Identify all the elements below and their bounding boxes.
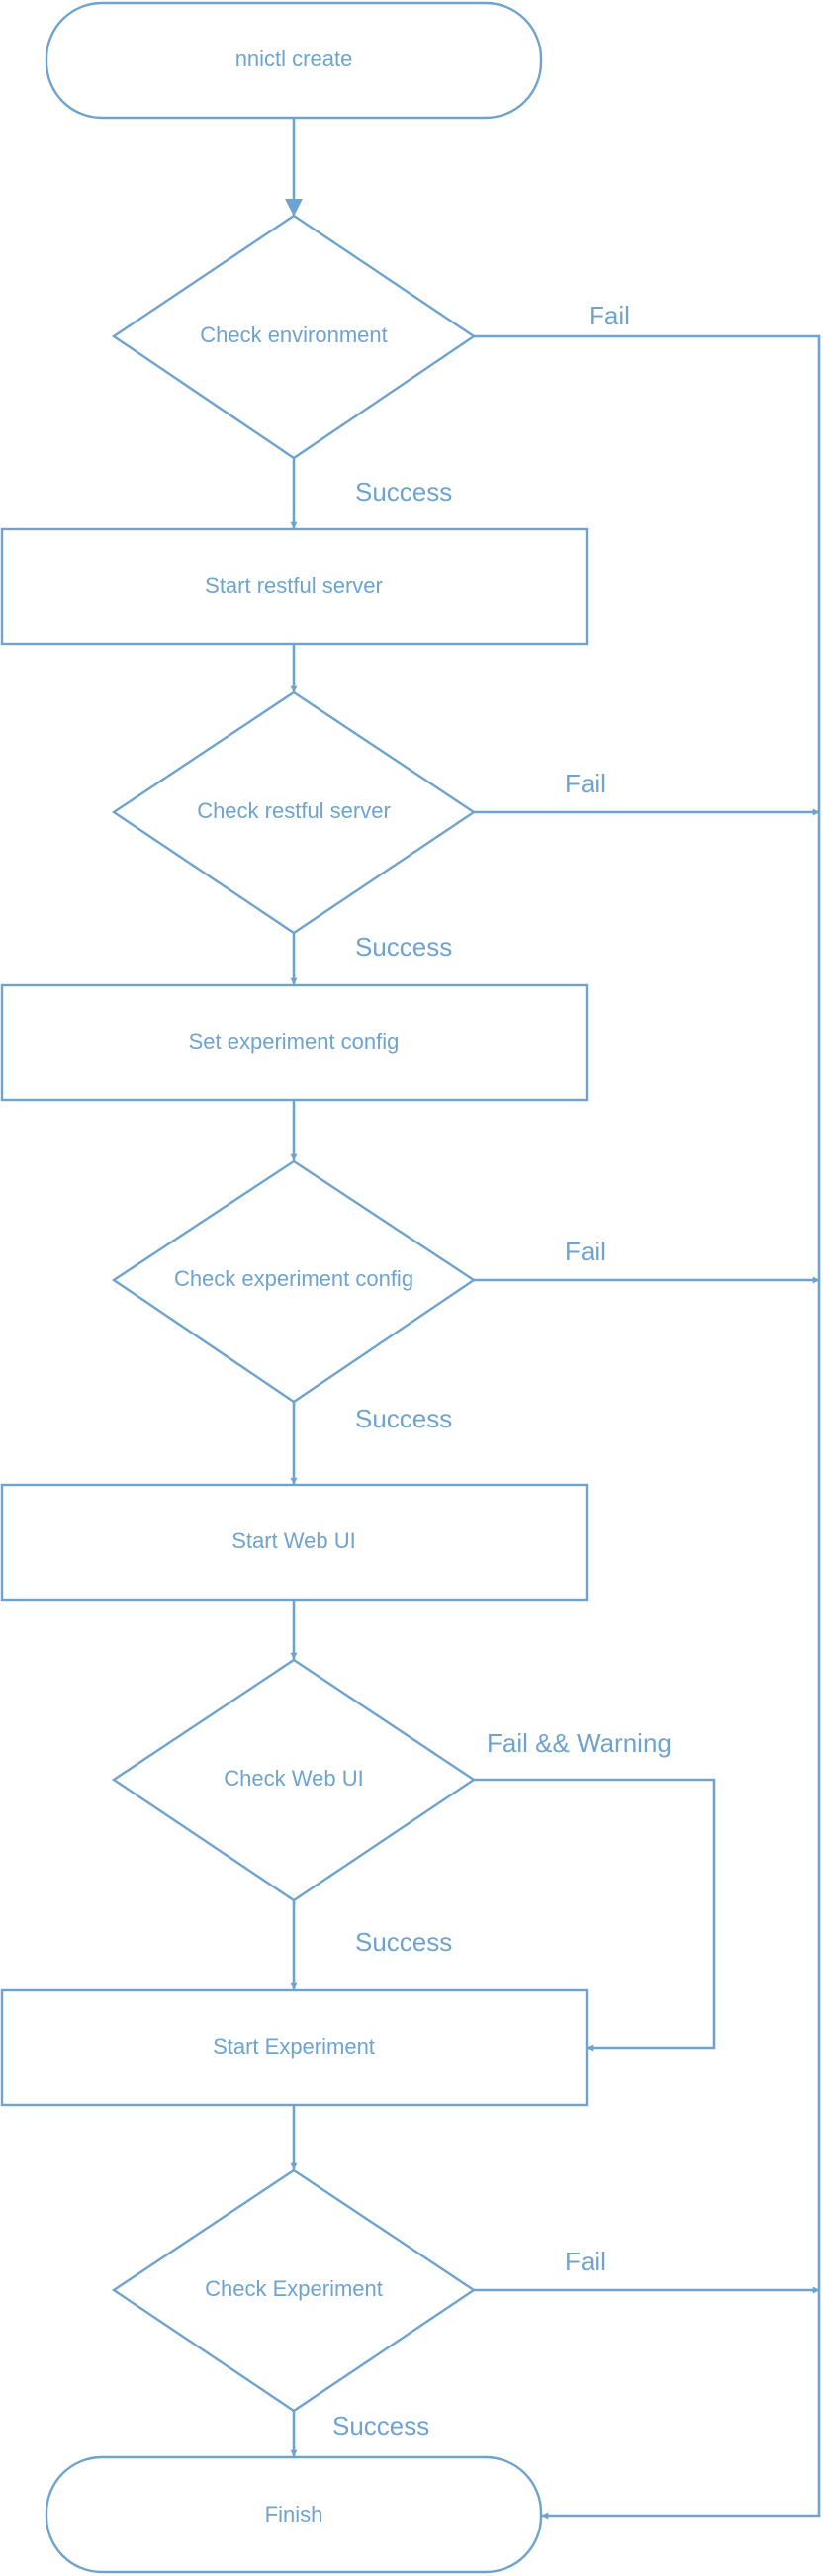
label-env-fail: Fail xyxy=(589,301,630,330)
start-experiment-process: Start Experiment xyxy=(0,1988,589,2107)
check-environment-label: Check environment xyxy=(200,322,388,347)
edge-labels: Fail Success Fail Success Fail Success F… xyxy=(332,301,672,2440)
set-experiment-config-process: Set experiment config xyxy=(0,983,589,1102)
check-restful-server-label: Check restful server xyxy=(197,798,391,823)
label-webui-success: Success xyxy=(355,1927,452,1957)
check-experiment-decision: Check Experiment xyxy=(111,2168,477,2413)
finish-label: Finish xyxy=(265,2502,323,2527)
set-experiment-config-label: Set experiment config xyxy=(189,1029,400,1054)
check-experiment-label: Check Experiment xyxy=(205,2276,383,2301)
finish-terminator: Finish xyxy=(45,2455,543,2574)
check-web-ui-decision: Check Web UI xyxy=(111,1658,477,1902)
start-restful-server-process: Start restful server xyxy=(0,527,589,646)
start-web-ui-process: Start Web UI xyxy=(0,1483,589,1602)
label-config-success: Success xyxy=(355,1404,452,1433)
label-restful-fail: Fail xyxy=(565,769,606,798)
check-environment-decision: Check environment xyxy=(111,214,477,460)
check-web-ui-label: Check Web UI xyxy=(224,1766,363,1791)
edge-check-web-ui-fail-warning xyxy=(474,1778,716,2052)
label-env-success: Success xyxy=(355,477,452,506)
start-experiment-label: Start Experiment xyxy=(213,2034,375,2059)
label-config-fail: Fail xyxy=(565,1237,606,1266)
connectors xyxy=(285,118,821,2520)
label-experiment-success: Success xyxy=(332,2411,429,2440)
start-restful-server-label: Start restful server xyxy=(205,573,383,598)
start-label: nnictl create xyxy=(235,46,353,71)
check-experiment-config-decision: Check experiment config xyxy=(111,1159,477,1404)
check-restful-server-decision: Check restful server xyxy=(111,690,477,935)
label-experiment-fail: Fail xyxy=(565,2247,606,2276)
check-experiment-config-label: Check experiment config xyxy=(174,1266,413,1291)
start-terminator: nnictl create xyxy=(45,1,543,120)
start-web-ui-label: Start Web UI xyxy=(231,1528,356,1553)
label-restful-success: Success xyxy=(355,932,452,962)
edge-fail-bus-to-finish xyxy=(474,334,821,2520)
label-webui-fail-warning: Fail && Warning xyxy=(487,1728,672,1758)
